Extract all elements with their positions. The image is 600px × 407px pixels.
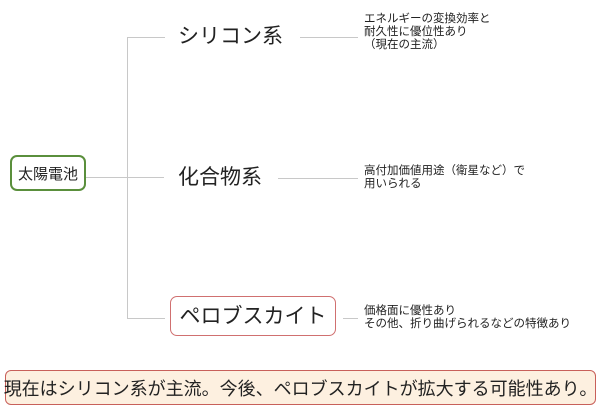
root-node: 太陽電池: [10, 155, 86, 191]
summary-box: 現在はシリコン系が主流。今後、ペロブスカイトが拡大する可能性あり。: [3, 370, 598, 405]
connector-compound-note: [278, 178, 358, 179]
note-perovskite: 価格面に優性あり その他、折り曲げられるなどの特徴あり: [364, 303, 571, 330]
note-compound: 高付加価値用途（衛星など）で 用いられる: [364, 163, 525, 190]
connector-root: [86, 177, 164, 178]
root-label: 太陽電池: [17, 164, 78, 183]
connector-silicon-note: [300, 37, 358, 38]
branch-silicon: シリコン系: [178, 24, 283, 48]
branch-perovskite-label: ペロブスカイト: [179, 303, 327, 328]
connector-pero-note: [343, 318, 358, 319]
connector-trunk: [127, 37, 128, 319]
summary-text: 現在はシリコン系が主流。今後、ペロブスカイトが拡大する可能性あり。: [3, 378, 598, 400]
note-silicon: エネルギーの変換効率と 耐久性に優位性あり （現在の主流）: [364, 11, 491, 51]
branch-perovskite: ペロブスカイト: [170, 296, 336, 336]
connector-silicon: [127, 37, 165, 38]
connector-pero: [127, 318, 165, 319]
branch-compound: 化合物系: [178, 165, 262, 189]
